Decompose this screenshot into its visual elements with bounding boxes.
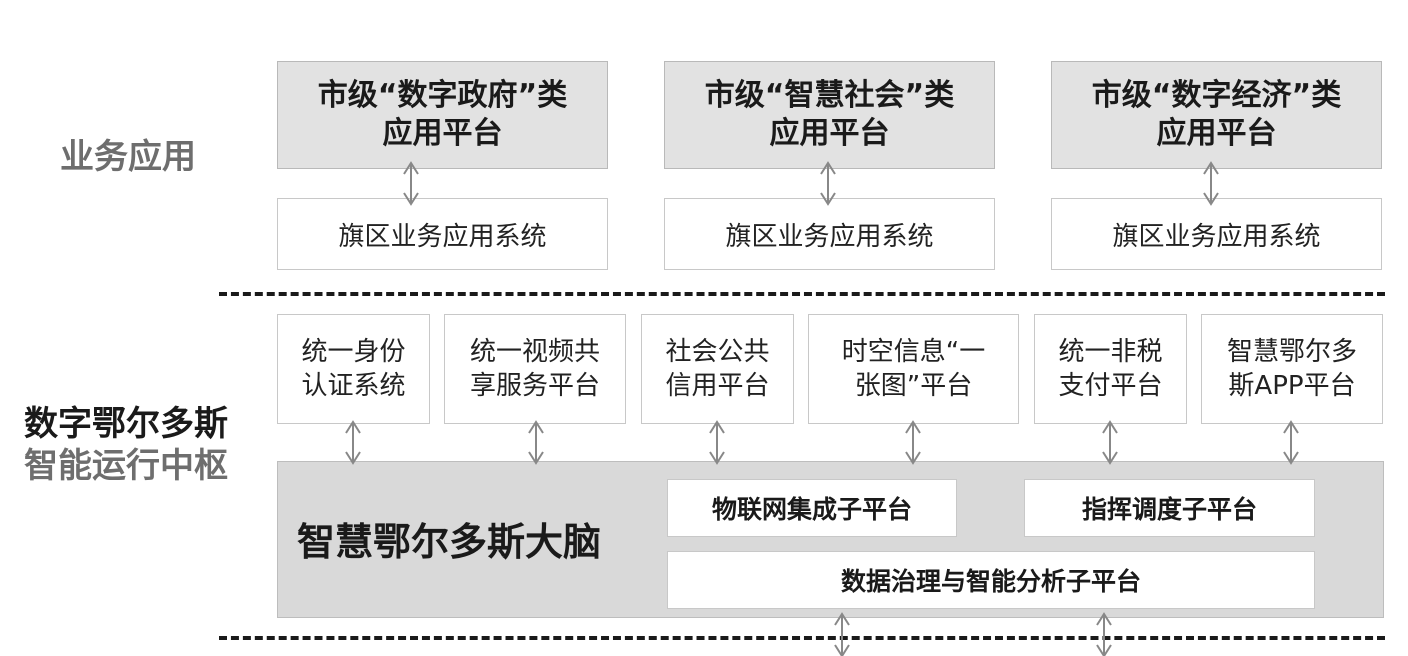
double-arrow-icon xyxy=(834,612,850,656)
double-arrow-icon xyxy=(905,420,921,465)
city-platform-title: 市级“智慧社会”类 xyxy=(704,78,955,113)
section-label-hub-line1: 数字鄂尔多斯 xyxy=(24,404,228,444)
platform-spatiotemporal-map: 时空信息“一 张图”平台 xyxy=(808,314,1019,424)
platform-label-line2: 享服务平台 xyxy=(469,371,600,401)
command-dispatch-sub-platform: 指挥调度子平台 xyxy=(1024,479,1315,537)
platform-non-tax-payment: 统一非税 支付平台 xyxy=(1034,314,1187,424)
double-arrow-icon xyxy=(403,161,419,206)
platform-label-line1: 统一身份 xyxy=(301,337,406,367)
platform-label-line2: 信用平台 xyxy=(665,371,770,401)
platform-label-line1: 统一视频共 xyxy=(469,337,600,367)
platform-unified-identity: 统一身份 认证系统 xyxy=(277,314,430,424)
city-platform-subtitle: 应用平台 xyxy=(769,116,890,151)
platform-label-line2: 斯APP平台 xyxy=(1228,371,1356,401)
section-label-business: 业务应用 xyxy=(60,137,196,177)
platform-label-line1: 智慧鄂尔多 xyxy=(1226,337,1357,367)
double-arrow-icon xyxy=(345,420,361,465)
district-system-1: 旗区业务应用系统 xyxy=(277,198,608,270)
district-system-3: 旗区业务应用系统 xyxy=(1051,198,1382,270)
city-platform-title: 市级“数字经济”类 xyxy=(1091,78,1342,113)
city-platform-title: 市级“数字政府”类 xyxy=(317,78,568,113)
platform-smart-ordos-app: 智慧鄂尔多 斯APP平台 xyxy=(1201,314,1383,424)
double-arrow-icon xyxy=(528,420,544,465)
section-label-hub-line2: 智能运行中枢 xyxy=(24,446,228,486)
double-arrow-icon xyxy=(1096,612,1112,656)
city-platform-digital-government: 市级“数字政府”类 应用平台 xyxy=(277,61,608,169)
platform-label-line2: 张图”平台 xyxy=(854,371,973,401)
platform-label-line2: 支付平台 xyxy=(1058,371,1163,401)
platform-label-line1: 时空信息“一 xyxy=(841,337,986,367)
platform-label-line1: 统一非税 xyxy=(1058,337,1163,367)
double-arrow-icon xyxy=(709,420,725,465)
smart-ordos-brain-title: 智慧鄂尔多斯大脑 xyxy=(297,520,602,564)
platform-label-line2: 认证系统 xyxy=(301,371,406,401)
layer-separator-top xyxy=(219,292,1385,296)
city-platform-digital-economy: 市级“数字经济”类 应用平台 xyxy=(1051,61,1382,169)
city-platform-smart-society: 市级“智慧社会”类 应用平台 xyxy=(664,61,995,169)
iot-sub-platform: 物联网集成子平台 xyxy=(667,479,957,537)
city-platform-subtitle: 应用平台 xyxy=(1156,116,1277,151)
double-arrow-icon xyxy=(1102,420,1118,465)
double-arrow-icon xyxy=(1203,161,1219,206)
layer-separator-bottom xyxy=(219,636,1385,640)
platform-public-credit: 社会公共 信用平台 xyxy=(641,314,794,424)
platform-label-line1: 社会公共 xyxy=(665,337,770,367)
district-system-2: 旗区业务应用系统 xyxy=(664,198,995,270)
double-arrow-icon xyxy=(1283,420,1299,465)
double-arrow-icon xyxy=(820,161,836,206)
city-platform-subtitle: 应用平台 xyxy=(382,116,503,151)
data-governance-analysis-sub-platform: 数据治理与智能分析子平台 xyxy=(667,551,1315,609)
